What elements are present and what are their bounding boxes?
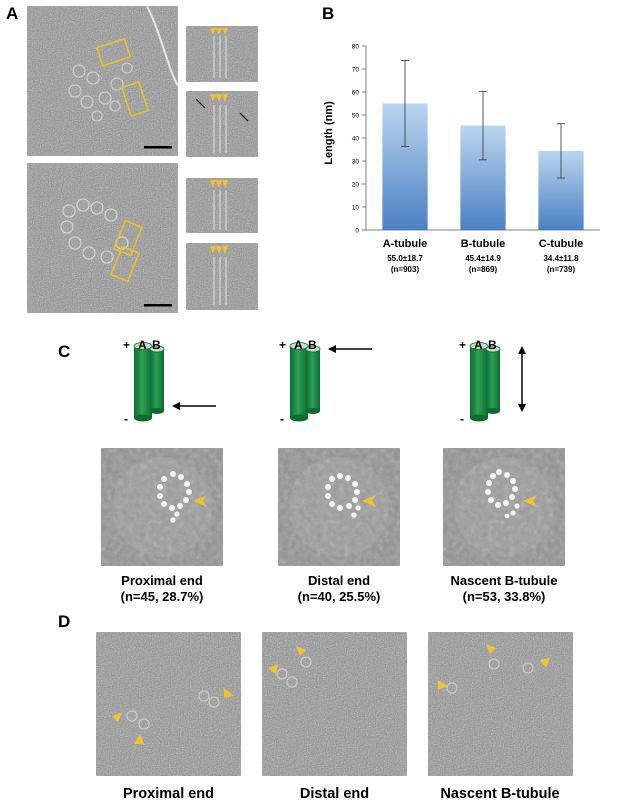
b-tubule-label: B xyxy=(488,338,497,352)
value-label: 55.0±18.7 xyxy=(387,254,423,263)
y-tick-label: 40 xyxy=(352,136,360,143)
x-tick-label: B-tubule xyxy=(461,238,506,250)
d-caption-proximal: Proximal end xyxy=(122,786,215,802)
schematic-proximal: + A B - xyxy=(120,338,240,430)
y-tick-label: 10 xyxy=(352,205,360,212)
y-tick-label: 50 xyxy=(352,113,360,120)
n-label: (n=903) xyxy=(391,265,420,274)
x-tick-label: A-tubule xyxy=(383,238,428,250)
average-image-distal xyxy=(278,448,400,566)
caption-stats: (n=40, 25.5%) xyxy=(297,589,381,604)
y-tick-label: 60 xyxy=(352,90,360,97)
n-label: (n=869) xyxy=(469,265,498,274)
caption-stats: (n=53, 33.8%) xyxy=(462,589,546,604)
y-tick-label: 80 xyxy=(352,44,360,51)
caption-proximal: Proximal end (n=45, 28.7%) xyxy=(92,573,232,605)
tomogram-inset-2 xyxy=(186,91,258,157)
y-axis-label: Length (nm) xyxy=(323,101,335,165)
plus-end-sign: + xyxy=(123,338,131,352)
value-label: 45.4±14.9 xyxy=(465,254,501,263)
tomogram-image-large-top xyxy=(27,6,178,156)
d-caption-distal: Distal end xyxy=(299,786,370,802)
panel-label-a: A xyxy=(6,4,19,23)
a-tubule-label: A xyxy=(138,338,147,352)
tomogram-d-nascent xyxy=(428,632,573,776)
b-tubule-label: B xyxy=(152,338,161,352)
n-label: (n=739) xyxy=(547,265,576,274)
panel-label-d: D xyxy=(58,612,71,631)
minus-end-sign: - xyxy=(280,412,284,426)
d-caption-nascent: Nascent B-tubule xyxy=(440,786,560,802)
chart-bars xyxy=(382,103,584,230)
a-tubule-label: A xyxy=(474,338,483,352)
caption-stats: (n=45, 28.7%) xyxy=(120,589,204,604)
length-bar-chart: 0 10 20 30 40 50 60 70 80 A-tubule 55.0±18.7 (n=90… xyxy=(323,44,600,274)
tomogram-inset-4 xyxy=(186,243,258,310)
value-label: 34.4±11.8 xyxy=(543,254,579,263)
chart-labels: A-tubule 55.0±18.7 (n=903) B-tubule 45.4±14.… xyxy=(383,238,584,274)
caption-title: Distal end xyxy=(307,573,371,588)
caption-distal: Distal end (n=40, 25.5%) xyxy=(269,573,409,605)
y-tick-label: 70 xyxy=(352,67,360,74)
tomogram-inset-1 xyxy=(186,26,258,82)
minus-end-sign: - xyxy=(124,412,128,426)
caption-title: Proximal end xyxy=(121,573,203,588)
plus-end-sign: + xyxy=(459,338,467,352)
average-image-proximal xyxy=(101,448,223,566)
caption-nascent: Nascent B-tubule (n=53, 33.8%) xyxy=(429,573,579,605)
tomogram-inset-3 xyxy=(186,178,258,233)
x-tick-label: C-tubule xyxy=(539,238,584,250)
y-tick-label: 30 xyxy=(352,159,360,166)
schematic-nascent: + A B - xyxy=(456,338,576,430)
schematic-distal: + A B - xyxy=(276,338,396,430)
tomogram-image-large-bottom xyxy=(27,163,178,313)
b-tubule-label: B xyxy=(308,338,317,352)
y-tick-label: 0 xyxy=(355,228,359,235)
y-tick-label: 20 xyxy=(352,182,360,189)
tomogram-d-distal xyxy=(262,632,407,776)
plus-end-sign: + xyxy=(279,338,287,352)
average-image-nascent xyxy=(443,448,565,566)
minus-end-sign: - xyxy=(460,412,464,426)
caption-title: Nascent B-tubule xyxy=(450,573,558,588)
panel-label-c: C xyxy=(58,342,71,361)
panel-label-b: B xyxy=(322,4,335,23)
a-tubule-label: A xyxy=(294,338,303,352)
chart-error-bars xyxy=(401,60,565,179)
tomogram-d-proximal xyxy=(96,632,241,776)
